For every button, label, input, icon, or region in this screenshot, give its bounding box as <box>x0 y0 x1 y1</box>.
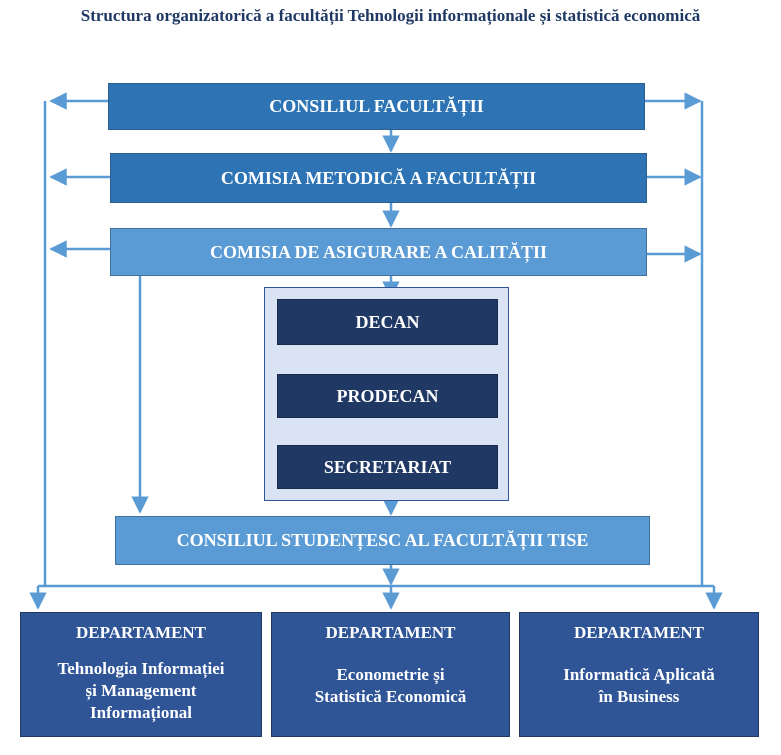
department-box-1: DEPARTAMENT Tehnologia Informației și Ma… <box>20 612 262 737</box>
node-secretariat: SECRETARIAT <box>277 445 498 489</box>
node-comisia-calitate-label: COMISIA DE ASIGURARE A CALITĂȚII <box>209 241 548 262</box>
department-box-2: DEPARTAMENT Econometrie și Statistică Ec… <box>271 612 510 737</box>
department-name: Tehnologia Informației și Management Inf… <box>57 659 225 723</box>
node-consiliul-studentesc-label: CONSILIUL STUDENȚESC AL FACULTĂȚII TISE <box>176 530 589 550</box>
diagram-title: Structura organizatorică a facultății Te… <box>80 6 701 25</box>
node-decan-label: DECAN <box>355 311 420 332</box>
node-secretariat-label: SECRETARIAT <box>323 456 452 477</box>
department-heading: DEPARTAMENT <box>75 623 207 642</box>
department-heading: DEPARTAMENT <box>573 623 705 642</box>
node-decan: DECAN <box>277 299 498 345</box>
node-consiliul-studentesc: CONSILIUL STUDENȚESC AL FACULTĂȚII TISE <box>115 516 650 565</box>
node-prodecan-label: PRODECAN <box>336 385 439 406</box>
department-box-3: DEPARTAMENT Informatică Aplicată în Busi… <box>519 612 759 737</box>
department-heading: DEPARTAMENT <box>325 623 456 642</box>
node-comisia-metodica-label: COMISIA METODICĂ A FACULTĂȚII <box>220 167 537 188</box>
node-consiliul-facultatii-label: CONSILIUL FACULTĂȚII <box>269 96 484 116</box>
department-name: Econometrie și Statistică Economică <box>314 665 467 707</box>
node-consiliul-facultatii: CONSILIUL FACULTĂȚII <box>108 83 645 130</box>
node-comisia-metodica: COMISIA METODICĂ A FACULTĂȚII <box>110 153 647 203</box>
department-name: Informatică Aplicată în Business <box>563 665 715 707</box>
node-prodecan: PRODECAN <box>277 374 498 418</box>
node-comisia-calitate: COMISIA DE ASIGURARE A CALITĂȚII <box>110 228 647 276</box>
